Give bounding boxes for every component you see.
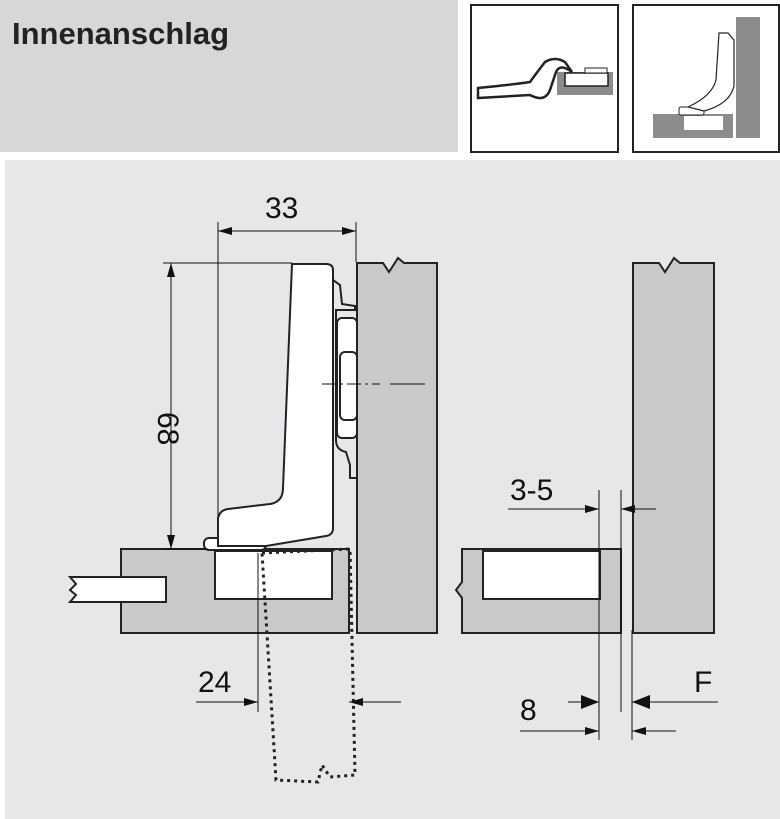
dimension-3-5: 3-5 [510,474,553,507]
icon-hinge-open [470,4,619,153]
right-view [454,256,715,634]
header-background [0,0,458,152]
side-panel [356,256,438,634]
hinge-arm [217,263,334,547]
left-view [67,256,438,784]
icon-hinge-closed [632,4,780,153]
cup-bore [214,550,333,600]
right-arrowheads [581,505,650,735]
right-dimensions [508,490,718,740]
side-panel-right [632,256,715,634]
door-open-outline [260,547,357,784]
dimension-68: 68 [151,412,184,445]
dimension-24: 24 [198,666,231,699]
page-title: Innenanschlag [12,16,229,51]
dimension-33: 33 [265,192,298,225]
left-arrowheads [167,227,363,706]
force-label: F [694,666,712,699]
door-edge-detail [67,576,167,603]
dimension-8: 8 [520,694,537,727]
